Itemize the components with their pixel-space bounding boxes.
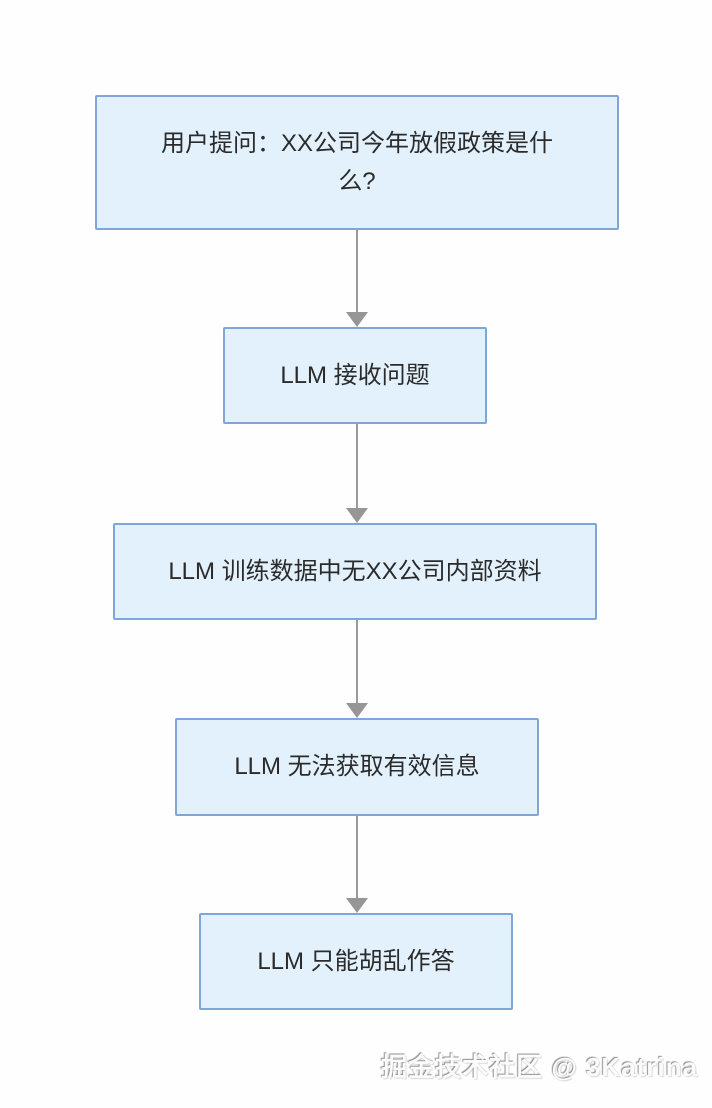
flow-node-label: LLM 无法获取有效信息 [234,753,480,781]
arrow-shaft [356,424,358,510]
flow-node-user-question: 用户提问：XX公司今年放假政策是什么? [95,95,619,230]
down-arrow [345,816,369,913]
flow-node-label: LLM 接收问题 [280,361,430,389]
arrow-shaft [356,230,358,314]
flow-node-random-answer: LLM 只能胡乱作答 [199,913,513,1010]
arrow-head-icon [346,703,368,718]
arrow-head-icon [346,898,368,913]
down-arrow [345,620,369,718]
flow-node-no-valid-info: LLM 无法获取有效信息 [175,718,539,816]
watermark: 掘金技术社区 @ 3Katrina [381,1052,698,1082]
flow-node-label: LLM 只能胡乱作答 [257,947,455,975]
down-arrow [345,230,369,327]
arrow-head-icon [346,312,368,327]
flow-node-label: LLM 训练数据中无XX公司内部资料 [168,557,542,585]
flow-node-label: 用户提问：XX公司今年放假政策是什么? [160,130,553,195]
flow-node-no-internal-data: LLM 训练数据中无XX公司内部资料 [113,523,597,620]
arrow-head-icon [346,508,368,523]
flow-node-llm-receive: LLM 接收问题 [223,327,487,424]
arrow-shaft [356,816,358,900]
down-arrow [345,424,369,523]
arrow-shaft [356,620,358,705]
